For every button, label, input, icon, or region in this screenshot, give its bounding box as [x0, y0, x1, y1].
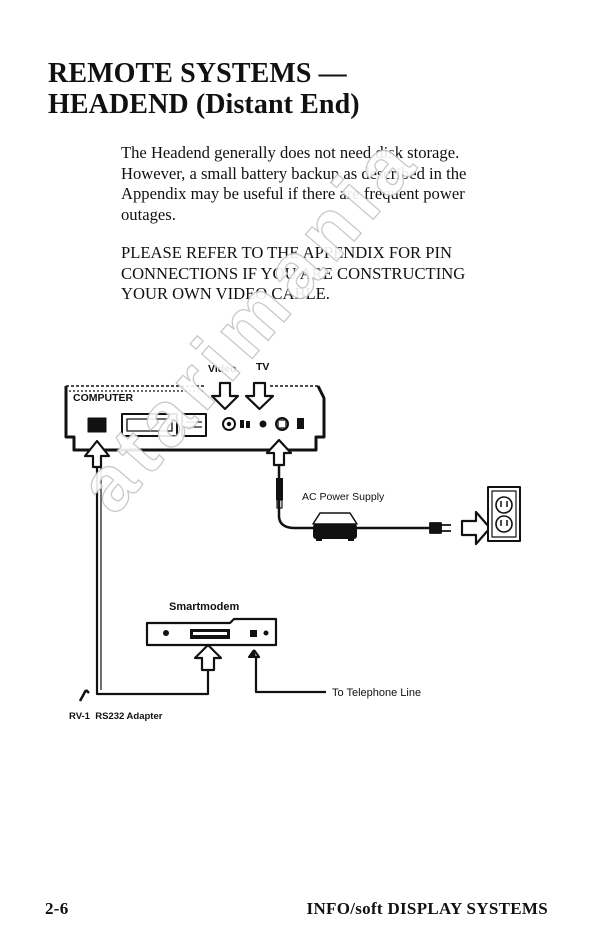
cartridge-slot [181, 413, 207, 437]
modem-arrow-icon [193, 643, 223, 672]
cartridge-slot [121, 413, 178, 437]
page-title-line-2: HEADEND (Distant End) [48, 89, 360, 120]
power-arrow-icon [265, 438, 293, 467]
smartmodem-device [145, 617, 278, 647]
page-title-line-1: REMOTE SYSTEMS — [48, 58, 347, 89]
appendix-notice-paragraph: PLEASE REFER TO THE APPENDIX FOR PIN CON… [121, 243, 531, 305]
paragraph-line: However, a small battery backup as descr… [121, 163, 467, 183]
outlet-arrow-icon [460, 510, 492, 546]
paragraph-line: CONNECTIONS IF YOU ARE CONSTRUCTING [121, 263, 466, 283]
power-plug-icon [429, 522, 451, 534]
wall-outlet-icon [487, 486, 521, 542]
paragraph-line: outages. [121, 205, 176, 225]
phone-jack [250, 630, 257, 637]
video-jack-icon [222, 417, 236, 431]
power-jack-icon [259, 420, 267, 428]
tv-arrow-icon [244, 381, 275, 411]
serial-arrow-icon [83, 439, 111, 469]
ac-power-supply [312, 512, 358, 541]
video-label: Video [208, 363, 236, 375]
paragraph-line: The Headend generally does not need disk… [121, 143, 460, 162]
smartmodem-label: Smartmodem [169, 601, 240, 613]
running-title: INFO/soft DISPLAY SYSTEMS [306, 899, 548, 918]
page-title: REMOTE SYSTEMS — HEADEND (Distant End) [48, 58, 360, 120]
telephone-line-label: To Telephone Line [332, 687, 421, 699]
computer-label: COMPUTER [73, 392, 134, 404]
page-number: 2-6 [45, 899, 69, 918]
video-arrow-icon [210, 381, 240, 411]
paragraph-line: Appendix may be useful if there are freq… [121, 184, 465, 204]
power-switch-icon [297, 418, 304, 429]
ac-power-label: AC Power Supply [302, 491, 385, 503]
paragraph-line: PLEASE REFER TO THE APPENDIX FOR PIN [121, 243, 453, 262]
tv-label: TV [256, 361, 269, 373]
headend-storage-paragraph: The Headend generally does not need disk… [121, 143, 531, 226]
computer-console [64, 385, 326, 452]
paragraph-line: YOUR OWN VIDEO CABLE. [121, 284, 330, 304]
tv-jack-icon [275, 417, 289, 431]
serial-port [87, 417, 107, 433]
adapter-label: RV-1 RS232 Adapter [69, 711, 163, 722]
